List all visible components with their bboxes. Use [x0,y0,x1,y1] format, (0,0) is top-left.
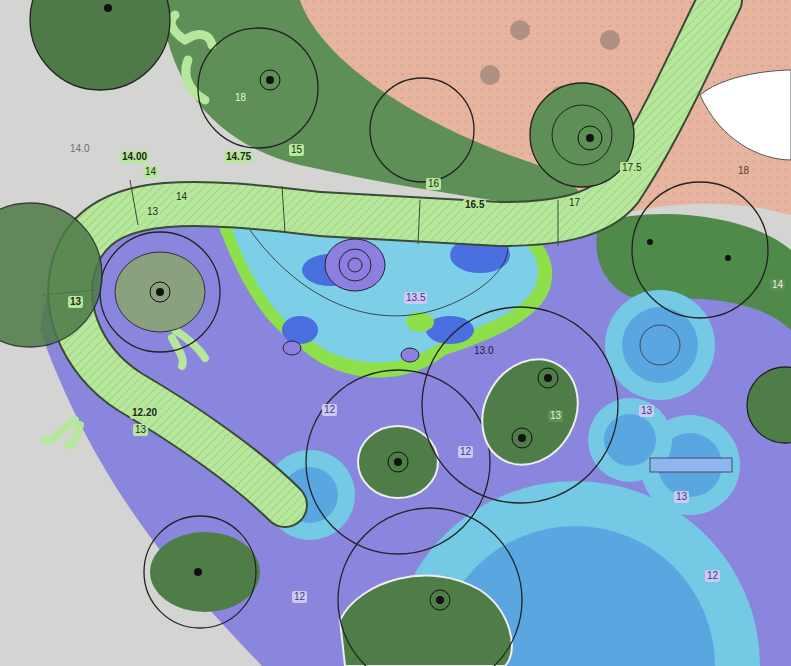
spot-elevation: 12 [292,591,307,603]
spot-elevation: 15 [289,144,304,156]
spot-elevation: 13.5 [404,292,427,304]
spot-elevation: 13 [548,410,563,422]
spot-elevation: 12.20 [130,407,159,419]
spot-elevation: 18 [736,165,751,177]
spot-elevation: 16.5 [463,199,486,211]
spot-elevation: 12 [705,570,720,582]
spot-elevation: 13 [68,296,83,308]
path-band [42,0,720,505]
spot-elevation: 14 [143,166,158,178]
spot-elevation: 17 [567,197,582,209]
spot-elevation: 12 [458,446,473,458]
spot-elevation: 16 [426,178,441,190]
spot-elevation: 14 [174,191,189,203]
spot-elevation: 14.75 [224,151,253,163]
structure [700,70,791,160]
spot-elevation: 14.0 [68,143,91,155]
spot-elevation: 13 [145,206,160,218]
spot-elevation: 13 [133,424,148,436]
spot-elevation: 14 [770,279,785,291]
spot-elevation: 13 [639,405,654,417]
spot-elevation: 18 [233,92,248,104]
spot-elevation: 13 [674,491,689,503]
spot-elevation: 14.00 [120,151,149,163]
spot-elevation: 13.0 [472,345,495,357]
spot-elevation: 17.5 [620,162,643,174]
spot-elevation: 12 [322,404,337,416]
